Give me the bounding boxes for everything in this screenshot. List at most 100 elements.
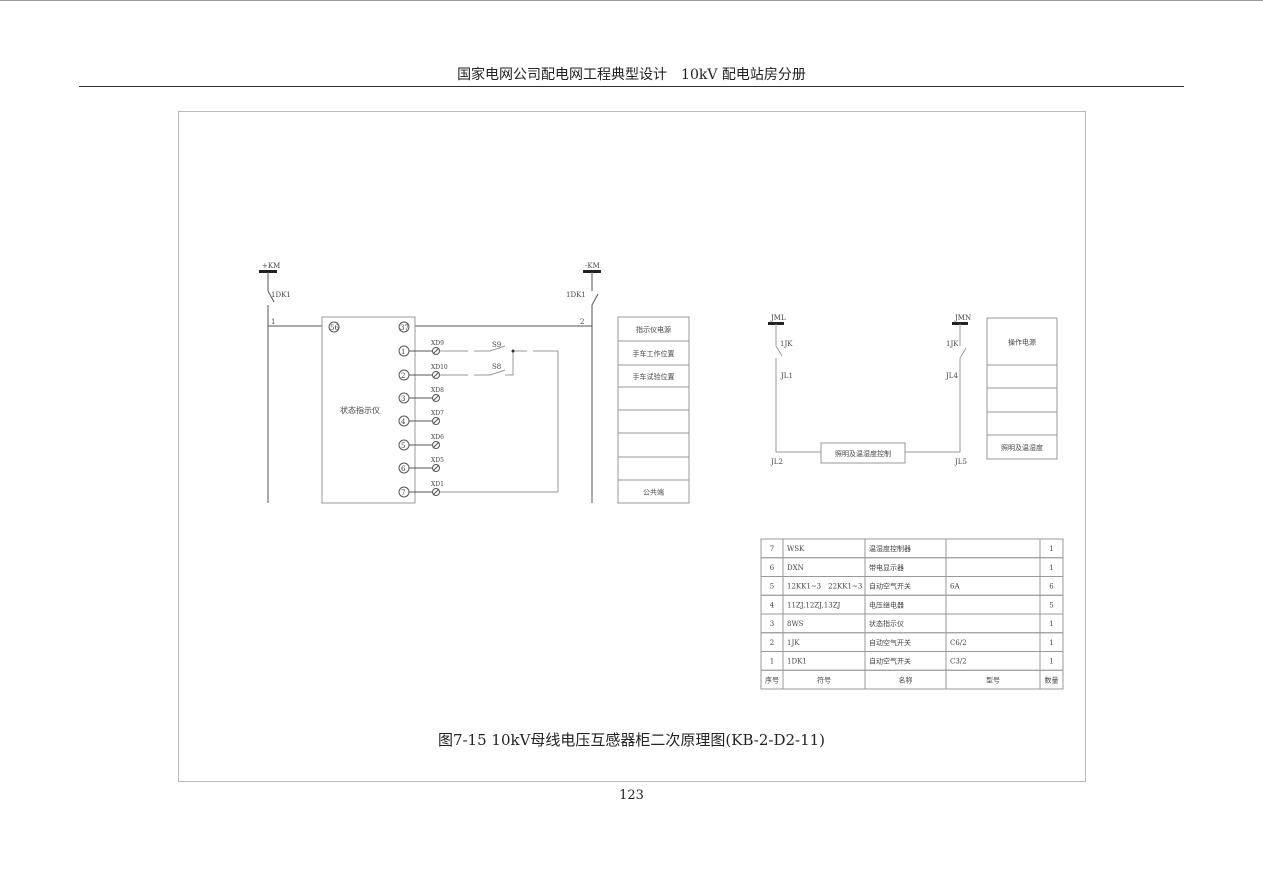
- terminal-slash: [432, 488, 440, 496]
- terminal-slash: [432, 394, 440, 402]
- breaker-right-label: 1DK1: [566, 291, 586, 299]
- page-number: 123: [619, 788, 644, 803]
- table-cell: 型号: [986, 675, 1000, 684]
- legend-cell: [617, 409, 690, 434]
- table-cell: 3: [770, 620, 774, 628]
- table-cell: 序号: [765, 675, 779, 684]
- table-cell: 6: [1049, 583, 1054, 591]
- terminal-label: XD7: [431, 410, 444, 417]
- control-box-label: 照明及温湿度控制: [835, 449, 891, 458]
- bus-pos-bar: [259, 270, 277, 273]
- breaker-left-label: 1DK1: [271, 291, 291, 299]
- legend-label: 公共端: [643, 488, 664, 497]
- terminal-symbol: [432, 488, 440, 496]
- legend-cell: [617, 456, 690, 481]
- table-cell: 电压继电器: [869, 600, 904, 609]
- table-cell: DXN: [787, 564, 804, 572]
- table-cell: 自动空气开关: [869, 582, 911, 591]
- table-cell: 符号: [817, 675, 831, 684]
- table-row: [760, 557, 1064, 577]
- table-cell: 6: [770, 564, 775, 572]
- control-box: [820, 442, 906, 464]
- table-cell: 1: [770, 658, 774, 666]
- bus-l-label: JML: [770, 314, 786, 322]
- legend-cell: [617, 432, 690, 458]
- table-row: [760, 613, 1064, 634]
- terminal-label: XD9: [431, 340, 444, 347]
- legend-cell: [986, 387, 1058, 413]
- figure-caption: 图7-15 10kV母线电压互感器柜二次原理图(KB-2-D2-11): [437, 731, 826, 749]
- table-cell: 1: [1049, 545, 1053, 553]
- bus-neg-bar: [583, 270, 601, 273]
- header-rule: [79, 86, 1184, 87]
- terminal-slash: [432, 371, 440, 379]
- status-indicator-box: [321, 316, 416, 504]
- table-cell: 1: [1049, 639, 1053, 647]
- terminal-slash: [432, 464, 440, 472]
- switch-s8: S8: [492, 363, 501, 371]
- table-cell: 名称: [899, 675, 913, 684]
- table-cell: C6/2: [950, 639, 967, 647]
- terminal-label: XD5: [431, 457, 444, 464]
- terminal-symbol: [432, 371, 440, 379]
- switch-wiring: [440, 345, 559, 492]
- table-cell: 带电显示器: [869, 563, 904, 572]
- drawing-frame: [178, 111, 1086, 782]
- header-title: 国家电网公司配电网工程典型设计 10kV 配电站房分册: [457, 67, 806, 83]
- table-cell: 自动空气开关: [869, 638, 911, 647]
- node-left-label: 1: [271, 318, 275, 326]
- terminal-jl1: JL1: [780, 372, 793, 380]
- table-cell: 6A: [950, 583, 960, 591]
- table-row: [760, 538, 1064, 559]
- table-cell: 11ZJ,12ZJ,13ZJ: [787, 601, 841, 609]
- pin-label: 5: [401, 442, 405, 450]
- legend-label: 照明及温湿度: [1001, 443, 1043, 452]
- table-cell: 1: [1049, 658, 1053, 666]
- terminal-label: XD6: [431, 434, 444, 441]
- pin-label: 2: [401, 372, 405, 380]
- table-cell: 7: [770, 545, 774, 553]
- top-rule: [0, 0, 1263, 1]
- legend-label: 手车工作位置: [633, 349, 675, 358]
- left-rail: [267, 272, 322, 503]
- pin-label: 6: [401, 465, 406, 473]
- terminal-symbol: [432, 417, 440, 425]
- right-circuit: JML JMN 1JK 1JK JL1 JL4 JL2 JL5 照明及温湿度控制…: [768, 314, 1058, 466]
- table-cell: C3/2: [950, 658, 967, 666]
- legend-label: 手车试验位置: [633, 372, 675, 381]
- terminal-slash: [432, 347, 440, 355]
- pin-label: 4: [401, 418, 406, 426]
- bus-n-label: JMN: [954, 314, 971, 322]
- table-cell: 1DK1: [787, 658, 807, 666]
- pin-label: 1: [401, 348, 405, 356]
- terminal-symbol: [432, 441, 440, 449]
- table-cell: 8WS: [787, 620, 804, 628]
- terminal-symbol: [432, 464, 440, 472]
- table-cell: 12KK1~3 22KK1~3: [787, 583, 862, 591]
- left-circuit: +KM 1DK1 1 -KM 1DK1 2 状态指示仪 56 37 1XD92X…: [259, 262, 690, 504]
- breaker-1jk-right: 1JK: [946, 340, 959, 348]
- right-rail: [415, 272, 599, 503]
- table-header-row: [760, 669, 1064, 690]
- table-cell: 数量: [1045, 675, 1059, 684]
- terminal-symbol: [432, 347, 440, 355]
- table-cell: 1: [1049, 564, 1053, 572]
- table-cell: 5: [1049, 601, 1053, 609]
- table-cell: WSK: [787, 545, 805, 553]
- table-cell: 自动空气开关: [869, 657, 911, 666]
- terminal-37: 37: [400, 324, 409, 332]
- legend-cell: [986, 411, 1058, 436]
- table-cell: 1JK: [787, 639, 800, 647]
- terminal-symbol: [432, 394, 440, 402]
- terminal-56: 56: [330, 324, 339, 332]
- terminal-label: XD8: [431, 387, 444, 394]
- pin-label: 7: [401, 489, 405, 497]
- terminal-jl4: JL4: [945, 372, 958, 380]
- legend-cell: [986, 364, 1058, 389]
- terminal-jl2: JL2: [770, 458, 783, 466]
- device-label: 状态指示仪: [340, 405, 380, 415]
- legend-label: 指示仪电源: [636, 325, 671, 334]
- terminal-label: XD1: [431, 481, 444, 488]
